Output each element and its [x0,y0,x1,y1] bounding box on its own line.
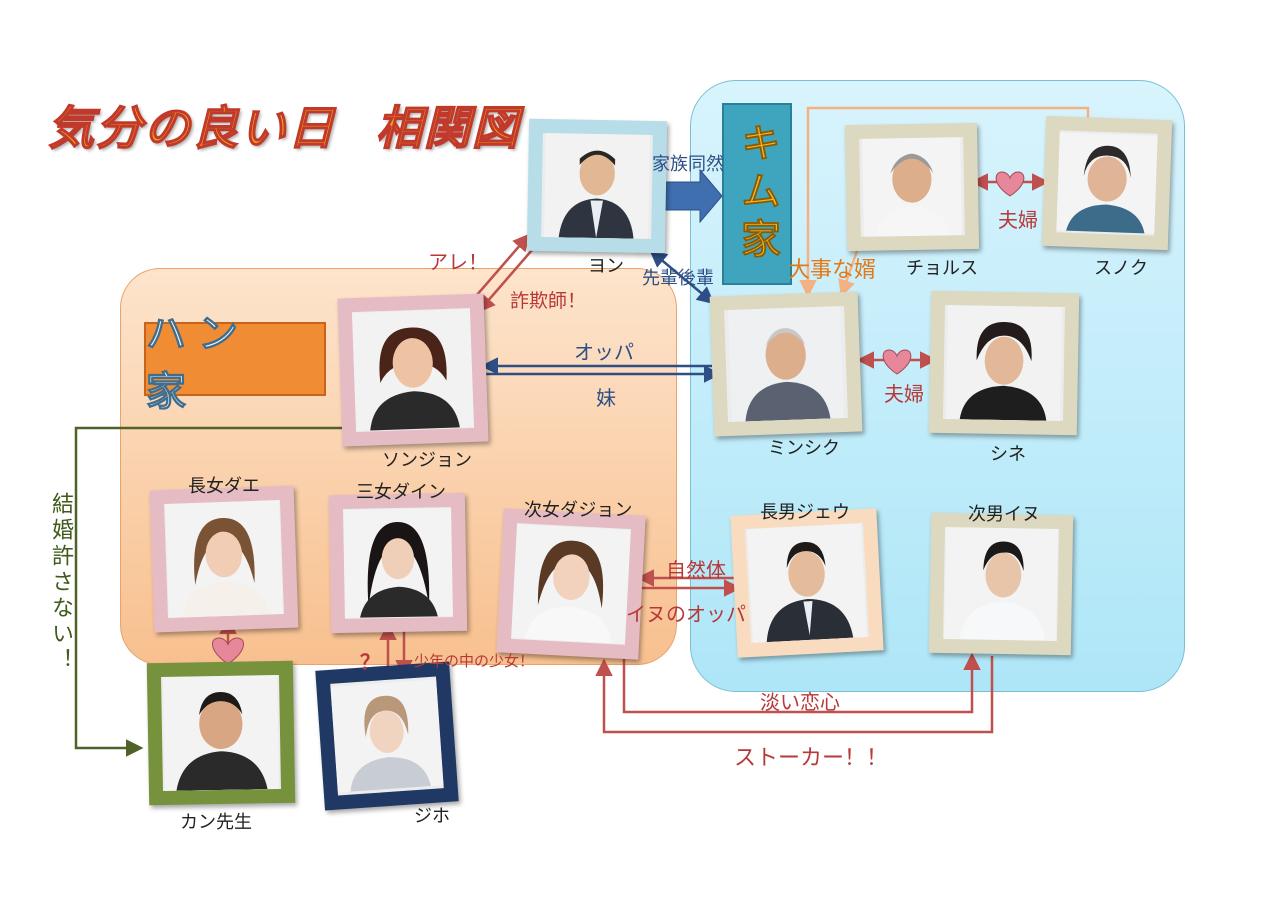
label-fuufu-2: 夫婦 [884,382,924,406]
name-sunoku: スノク [1094,258,1148,279]
portrait-dain [343,507,453,619]
photo-sunoku [1041,115,1173,251]
portrait-chorusu [859,137,965,237]
photo-dae [149,485,299,633]
name-inu: 次男イヌ [968,504,1040,525]
label-senpai: 先輩後輩 [642,268,714,289]
label-family-like: 家族同然 [652,154,724,175]
page-title: 気分の良い日相関図 [47,92,520,158]
label-fuufu-1: 夫婦 [998,208,1038,232]
heart-dae-kan [212,637,244,665]
label-question: ？ [360,650,380,674]
portrait-sonjon [351,307,475,433]
name-kan: カン先生 [180,812,252,833]
label-kekkon: 結婚許さない！ [48,492,73,674]
family-like-arrow [657,168,723,224]
title-part1: 気分の良い日 [47,100,336,156]
label-stalker: ストーカー！！ [734,746,889,771]
photo-jiho [315,661,459,811]
photo-minshiku [709,291,863,437]
portrait-shine [943,304,1065,422]
photo-dain [328,492,468,634]
label-awai-koigokoro: 淡い恋心 [760,690,840,714]
photo-dajon [496,508,646,660]
name-jeu: 長男ジェウ [760,502,850,523]
photo-chorusu [844,122,980,252]
name-dajon: 次女ダジョン [524,500,633,521]
name-dae: 長女ダエ [188,476,260,497]
photo-kan [146,660,296,806]
label-imouto: 妹 [596,386,616,410]
name-shine: シネ [990,444,1026,465]
label-shizentai: 自然体 [666,558,726,582]
label-daiji-muko: 大事な婿 [788,258,877,283]
portrait-sunoku [1056,130,1158,236]
portrait-yon [541,133,653,239]
name-yon: ヨン [588,256,624,277]
name-sonjon: ソンジョン [382,450,472,471]
portrait-dae [164,500,284,618]
heart-couple-1 [995,171,1025,197]
photo-jeu [730,508,884,658]
portrait-minshiku [724,305,848,423]
portrait-jeu [745,522,869,644]
portrait-inu [943,527,1059,641]
label-shounen: 少年の中の少女！ [414,652,535,670]
portrait-jiho [330,676,444,796]
label-inu-oppa: イヌのオッパ [626,602,746,626]
label-sagishi: 詐欺師！ [510,290,587,312]
title-part2: 相関図 [375,100,520,156]
name-minshiku: ミンシク [768,438,840,459]
label-are: アレ！ [428,250,488,274]
portrait-dajon [511,523,631,645]
name-chorusu: チョルス [906,258,978,279]
label-oppa: オッパ [574,340,634,364]
portrait-kan [161,674,281,792]
photo-sonjon [337,293,489,447]
photo-yon [526,118,668,254]
heart-couple-2 [882,349,912,375]
name-dain: 三女ダイン [356,482,446,503]
name-jiho: ジホ [414,806,450,827]
kim-family-label: キム家 [722,103,792,285]
photo-shine [928,290,1080,436]
photo-inu [928,512,1074,656]
